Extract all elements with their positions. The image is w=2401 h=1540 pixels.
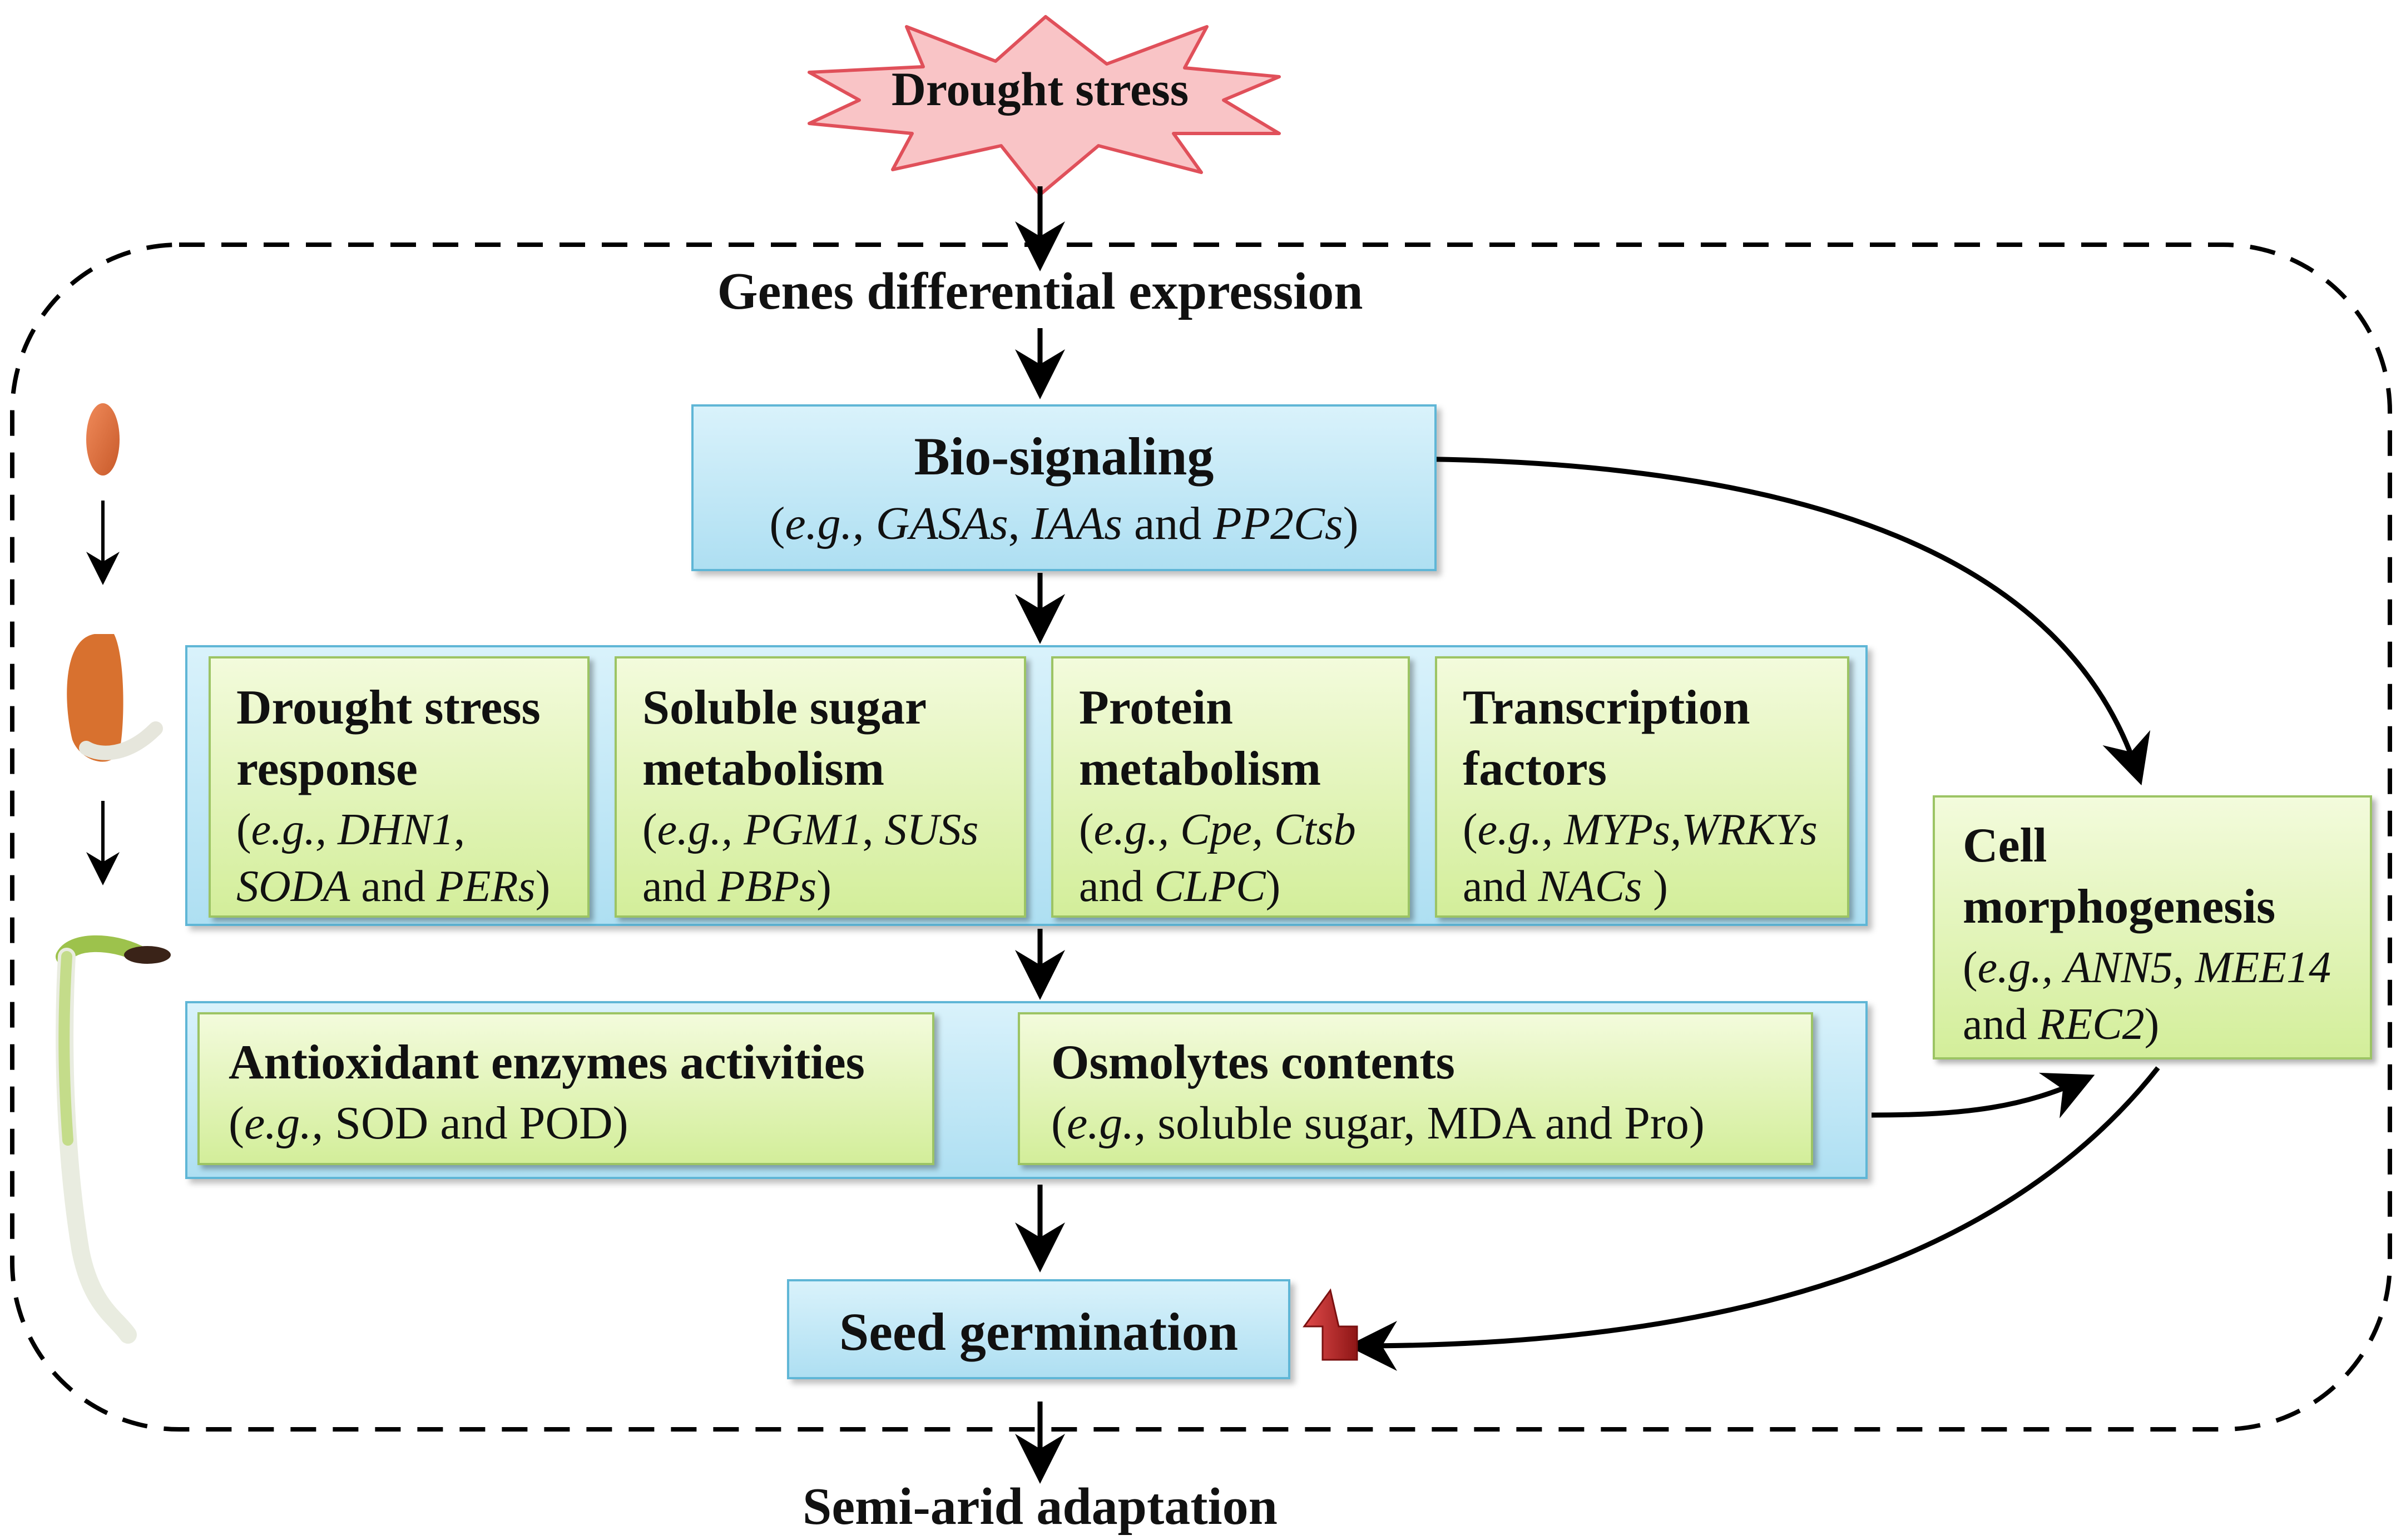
eg-text: e.g., [251,805,327,854]
eg-text: e.g., [657,805,733,854]
dashed-boundary [10,242,2392,1432]
and-text: and [1463,862,1527,911]
drought-stress-label: Drought stress [891,62,1189,116]
card-title-line2: response [236,742,418,796]
card-title: Antioxidant enzymes activities [229,1036,865,1090]
gene-soda: SODA [236,862,350,911]
paren-open: ( [1079,805,1094,854]
gene-mee14: MEE14 [2195,943,2331,992]
eg-text: e.g., [244,1097,324,1149]
card-examples-line2: and CLPC) [1079,860,1385,913]
bio-signaling-examples: (e.g., GASAs, IAAs and PP2Cs) [694,493,1434,554]
gene-clpc: CLPC [1154,862,1266,911]
paren-close: ) [2144,1000,2160,1049]
card-title: Osmolytes contents [1051,1036,1455,1090]
eg-text: e.g., [785,498,864,549]
and-text: and [1133,498,1202,549]
gene-ann5: ANN5, [2064,943,2184,992]
card-examples-line2: and PBPs) [642,860,1002,913]
paren-open: ( [642,805,657,854]
paren-close: ) [1642,862,1668,911]
germinating-seed-image [67,634,123,762]
card-examples: (e.g., PGM1, SUSs [642,803,1002,856]
card-title-line1: Soluble sugar [642,681,927,735]
card-title-line1: Protein [1079,681,1233,735]
eg-text: e.g., [1066,1097,1146,1149]
paren-close: ) [535,862,551,911]
separator: , [862,805,874,854]
card-title-line2: metabolism [642,742,885,796]
germination-up-arrow-icon [1303,1288,1358,1361]
gene-pers: PERs [436,862,536,911]
paren-close: ) [1265,862,1281,911]
card-title-line2: metabolism [1079,742,1321,796]
card-title-line1: Transcription [1463,681,1750,735]
gene-wrkys: WRKYs [1681,805,1818,854]
gene-rec2: REC2 [2038,1000,2145,1049]
card-title-line1: Drought stress [236,681,541,735]
paren-open: ( [1051,1097,1067,1149]
card-examples: (e.g., MYPs,WRKYs [1463,803,1825,856]
cell-morphogenesis-card: Cell morphogenesis (e.g., ANN5, MEE14 an… [1933,795,2372,1059]
eg-text: e.g., [1093,805,1170,854]
and-text: and [642,862,707,911]
gene-ctsb: Ctsb [1274,805,1356,854]
card-examples: (e.g., DHN1, [236,803,565,856]
card-title-line1: Cell [1963,819,2047,873]
separator: , [454,805,466,854]
separator: , [1008,498,1020,549]
bio-signaling-box: Bio-signaling (e.g., GASAs, IAAs and PP2… [691,404,1437,571]
card-title-line2: morphogenesis [1963,880,2276,934]
eg-text: e.g., [1977,943,2053,992]
seed-development-images [56,403,171,1344]
card-examples: (e.g., ANN5, MEE14 [1963,941,2353,994]
paren-close: ) [816,862,831,911]
and-text: and [1079,862,1143,911]
card-examples-line2: and NACs ) [1463,860,1825,913]
gene-pp2cs: PP2Cs [1213,498,1343,549]
paren-open: ( [229,1097,244,1149]
card-examples-line2: SODA and PERs) [236,860,565,913]
gene-nacs: NACs [1538,862,1642,911]
gene-gasas: GASAs [875,498,1008,549]
osmolytes-contents-card: Osmolytes contents (e.g., soluble sugar,… [1018,1012,1813,1165]
seed-image [86,403,120,476]
soluble-sugar-metabolism-card: Soluble sugar metabolism (e.g., PGM1, SU… [615,656,1026,918]
gene-pgm1: PGM1 [744,805,863,854]
gene-myps: MYPs, [1564,805,1682,854]
gene-cpe: Cpe, [1180,805,1264,854]
drought-stress-response-card: Drought stress response (e.g., DHN1, SOD… [209,656,590,918]
seed-germination-label: Seed germination [839,1302,1239,1361]
and-text: and [1963,1000,2027,1049]
card-body-text: SOD and POD) [323,1097,628,1149]
card-examples: (e.g., soluble sugar, MDA and Pro) [1051,1097,1794,1150]
eg-text: e.g., [1477,805,1553,854]
bio-signaling-title: Bio-signaling [914,427,1214,486]
gene-suss: SUSs [884,805,979,854]
protein-metabolism-card: Protein metabolism (e.g., Cpe, Ctsb and … [1051,656,1410,918]
paren-open: ( [1463,805,1478,854]
gene-pbps: PBPs [717,862,817,911]
side-arrows [1347,456,2160,1371]
card-title-line2: factors [1463,742,1607,796]
semi-arid-adaptation-label: Semi-arid adaptation [803,1478,1278,1536]
paren-open: ( [1963,943,1978,992]
card-examples-line2: and REC2) [1963,998,2353,1051]
card-body-text: soluble sugar, MDA and Pro) [1146,1097,1705,1149]
and-text: and [361,862,425,911]
card-examples: (e.g., SOD and POD) [229,1097,915,1150]
paren-open: ( [236,805,251,854]
gene-dhn1: DHN1 [338,805,454,854]
seed-germination-box: Seed germination [787,1279,1290,1379]
gene-iaas: IAAs [1031,498,1122,549]
card-examples: (e.g., Cpe, Ctsb [1079,803,1385,856]
paren-close: ) [1343,498,1359,549]
transcription-factors-card: Transcription factors (e.g., MYPs,WRKYs … [1435,656,1849,918]
antioxidant-enzymes-card: Antioxidant enzymes activities (e.g., SO… [197,1012,934,1165]
genes-differential-expression-label: Genes differential expression [717,263,1363,320]
paren-open: ( [769,498,785,549]
